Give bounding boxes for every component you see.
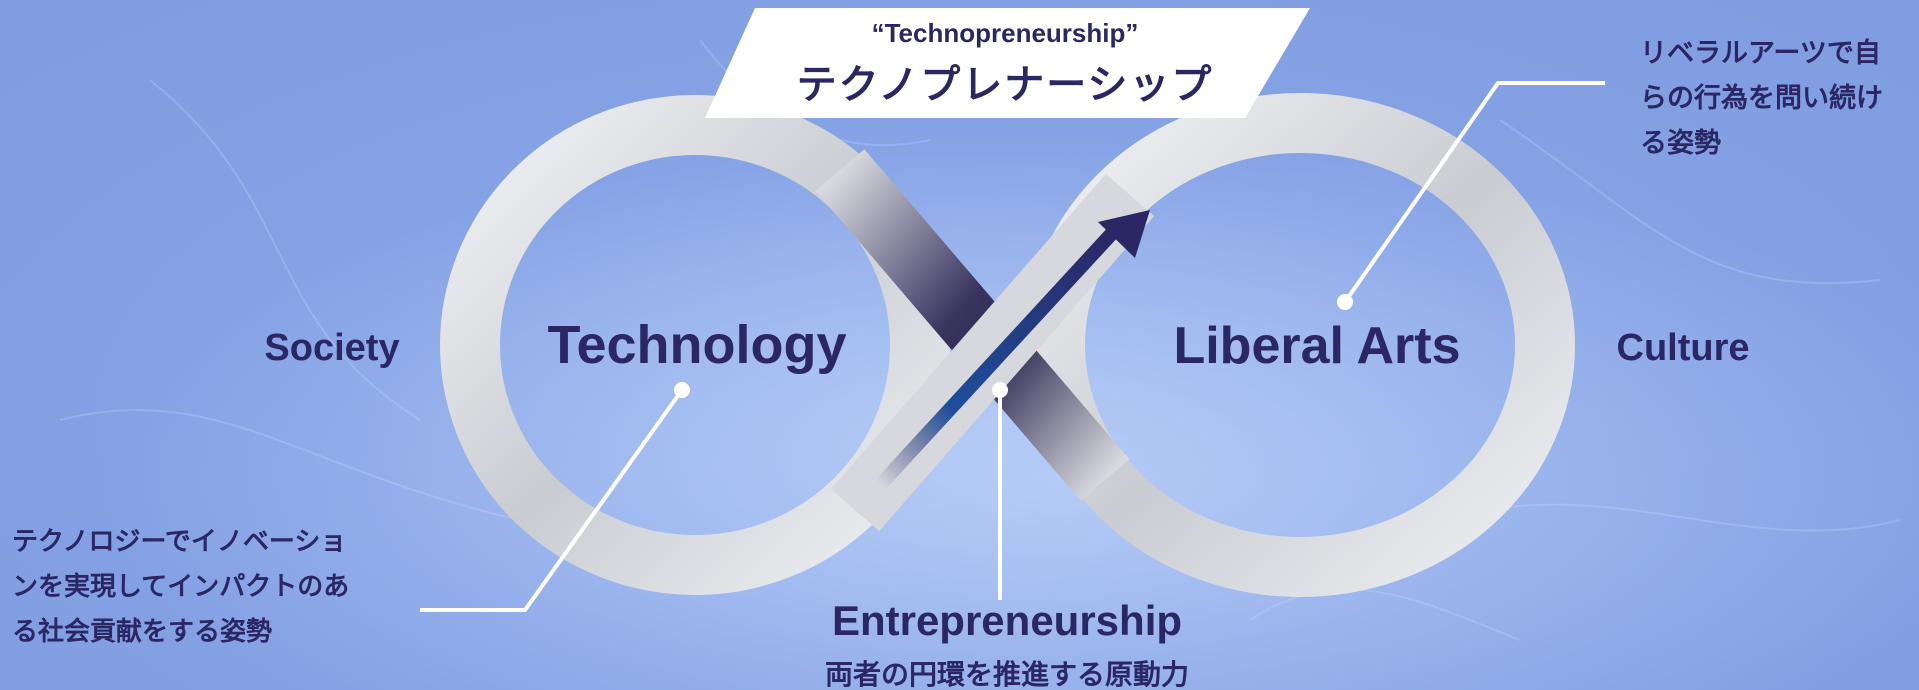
- right-loop: [1025, 93, 1575, 597]
- arrow-head-icon: [1098, 210, 1150, 258]
- progress-arrow: [874, 210, 1150, 490]
- title-jp: テクノプレナーシップ: [797, 62, 1214, 108]
- title-banner: “Technopreneurship” テクノプレナーシップ: [705, 8, 1310, 118]
- label-entrepreneurship: Entrepreneurship: [832, 597, 1182, 644]
- label-entrepreneurship-desc: 両者の円環を推進する原動力: [825, 658, 1189, 690]
- caption-liberal-arts-line: リベラルアーツで自: [1640, 37, 1881, 69]
- left-loop: [440, 95, 950, 595]
- callout-lines: [420, 81, 1605, 612]
- callout-line-technology: [420, 388, 684, 612]
- caption-liberal-arts-line: らの行為を問い続け: [1640, 82, 1883, 114]
- background-streaks: [59, 39, 1901, 641]
- callout-dot-technology: [674, 382, 690, 398]
- label-liberal-arts: Liberal Arts: [1173, 317, 1460, 375]
- title-en: “Technopreneurship”: [872, 18, 1139, 48]
- caption-technology-line: テクノロジーでイノベーショ: [12, 527, 346, 557]
- caption-technology-line: る社会貢献をする姿勢: [12, 616, 272, 647]
- caption-technology-line: ンを実現してインパクトのあ: [12, 571, 349, 602]
- callout-dot-entrepreneurship: [992, 382, 1008, 398]
- caption-technology: テクノロジーでイノベーショ ンを実現してインパクトのあ る社会貢献をする姿勢: [12, 527, 349, 647]
- crossing-band-back: [815, 149, 1130, 501]
- caption-liberal-arts: リベラルアーツで自 らの行為を問い続け る姿勢: [1640, 37, 1883, 159]
- caption-liberal-arts-line: る姿勢: [1640, 128, 1721, 159]
- callout-dot-liberal-arts: [1337, 294, 1353, 310]
- label-technology: Technology: [547, 315, 846, 375]
- callout-line-liberal-arts: [1343, 81, 1605, 304]
- label-culture: Culture: [1617, 327, 1750, 369]
- label-society: Society: [264, 327, 399, 369]
